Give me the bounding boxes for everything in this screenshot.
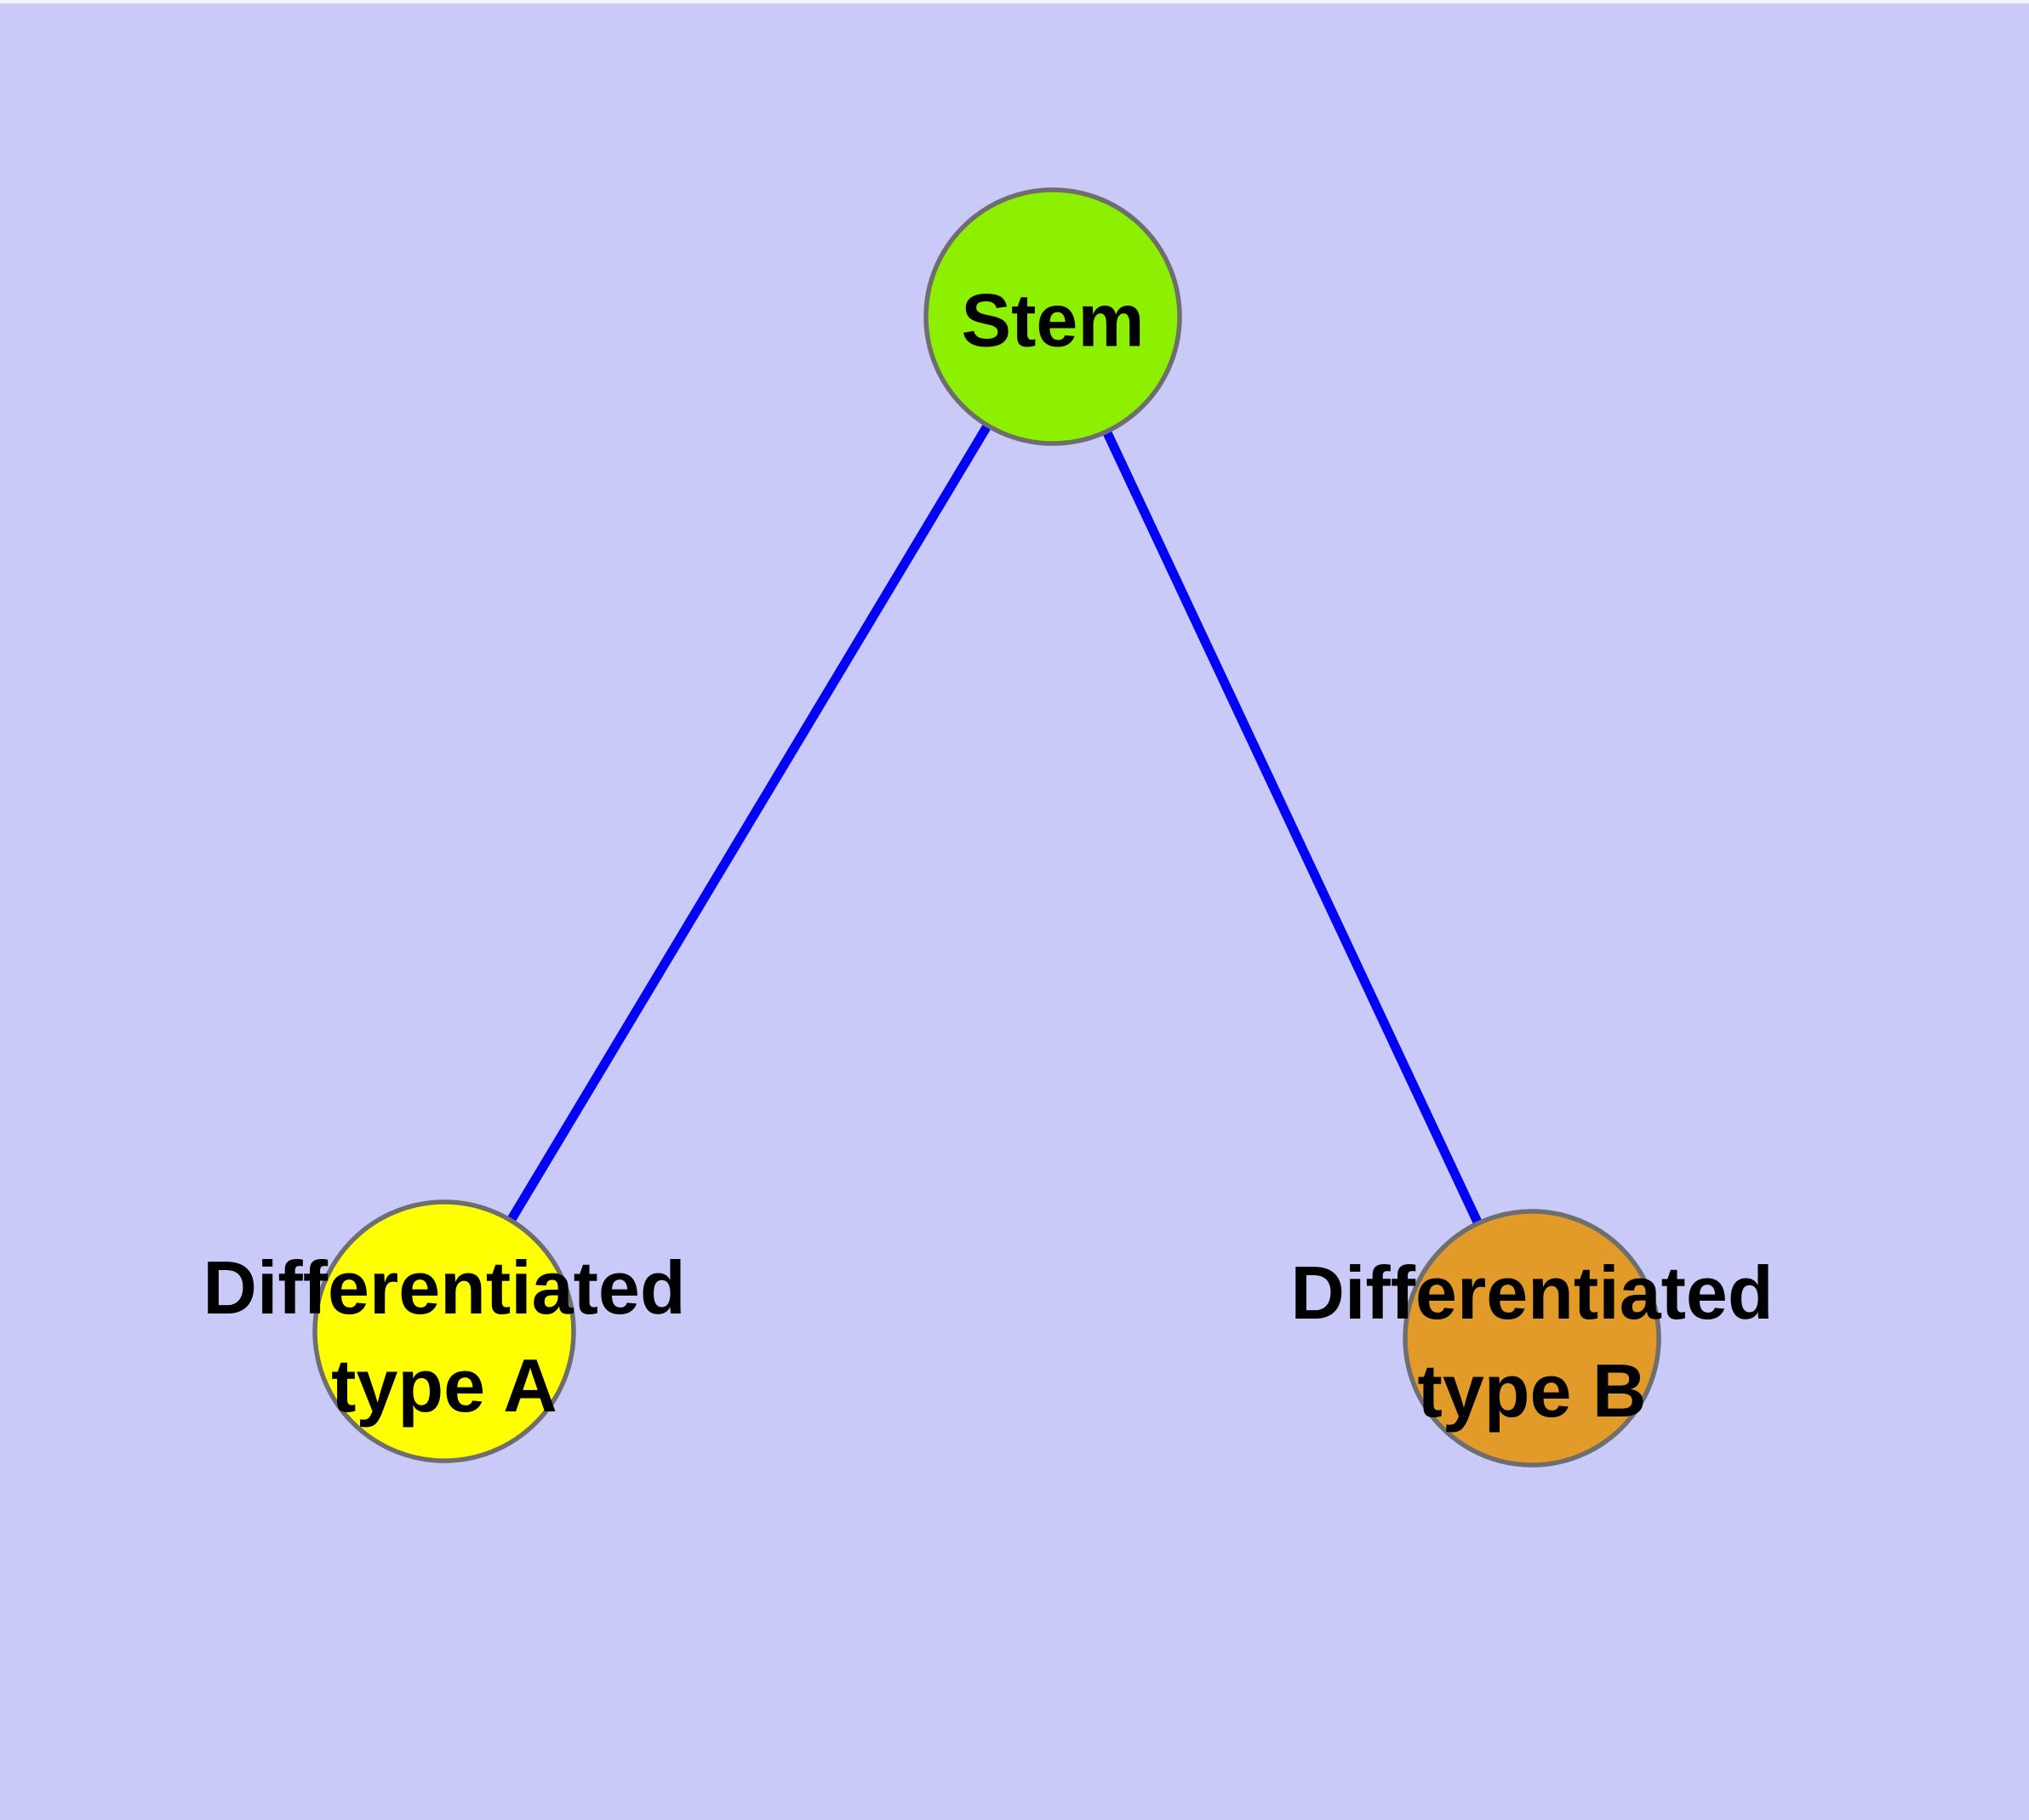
edge-stem-to-type-a [440, 314, 1057, 1334]
node-circle-type-a [312, 1199, 576, 1463]
node-circle-type-b [1403, 1209, 1661, 1468]
canvas-top-edge [0, 0, 2029, 3]
edge-stem-to-type-b [1049, 314, 1536, 1341]
node-circle-stem [923, 187, 1182, 446]
